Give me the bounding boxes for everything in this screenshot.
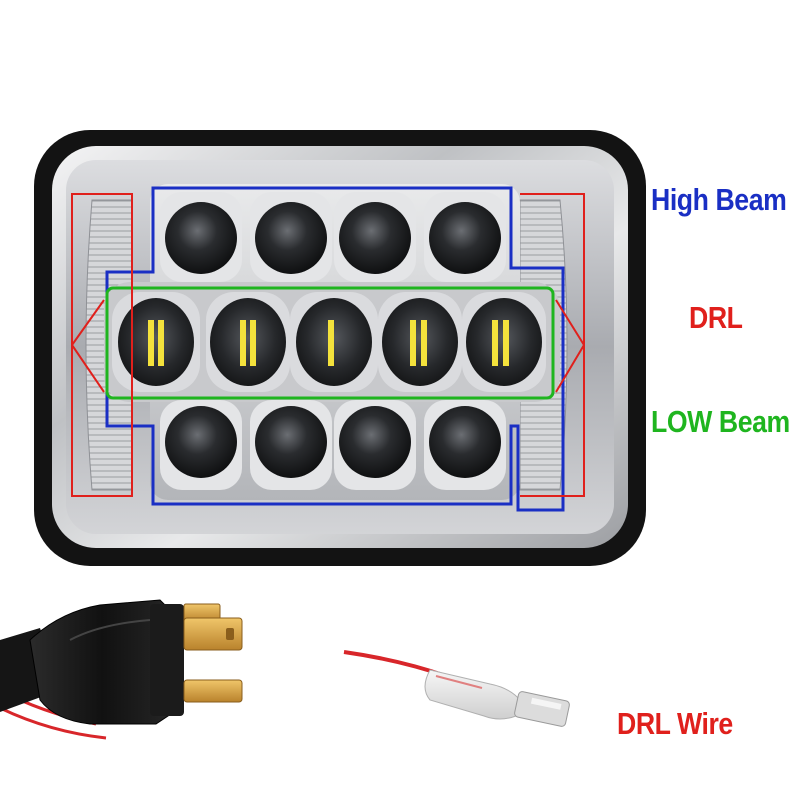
plug-wire-red xyxy=(0,706,107,740)
plug-terminal xyxy=(183,617,243,651)
lens xyxy=(339,406,411,478)
lens xyxy=(165,406,237,478)
lens xyxy=(165,202,237,274)
low-beam-label: LOW Beam xyxy=(651,404,790,439)
low-beam-lenses xyxy=(160,400,506,490)
drl-insulator xyxy=(424,669,521,720)
drl-wire-label: DRL Wire xyxy=(617,706,733,741)
lens xyxy=(382,298,458,386)
lens xyxy=(118,298,194,386)
drl-lenses xyxy=(112,292,546,392)
low-beam-outline xyxy=(105,286,555,400)
lens xyxy=(210,298,286,386)
high-beam-label: High Beam xyxy=(651,182,787,217)
lens xyxy=(255,406,327,478)
high-beam-lenses xyxy=(160,192,506,282)
h4-plug xyxy=(0,599,243,740)
plug-collar xyxy=(150,604,184,716)
headlight xyxy=(34,130,646,566)
lens xyxy=(429,202,501,274)
drl-wire-connector xyxy=(343,650,570,727)
drl-spade-terminal xyxy=(514,691,570,727)
lens xyxy=(429,406,501,478)
drl-outline-left xyxy=(71,193,133,497)
drl-outline-right xyxy=(520,193,585,497)
plug-terminal xyxy=(183,679,243,703)
lens xyxy=(255,202,327,274)
drl-label: DRL xyxy=(689,300,743,335)
lens xyxy=(339,202,411,274)
